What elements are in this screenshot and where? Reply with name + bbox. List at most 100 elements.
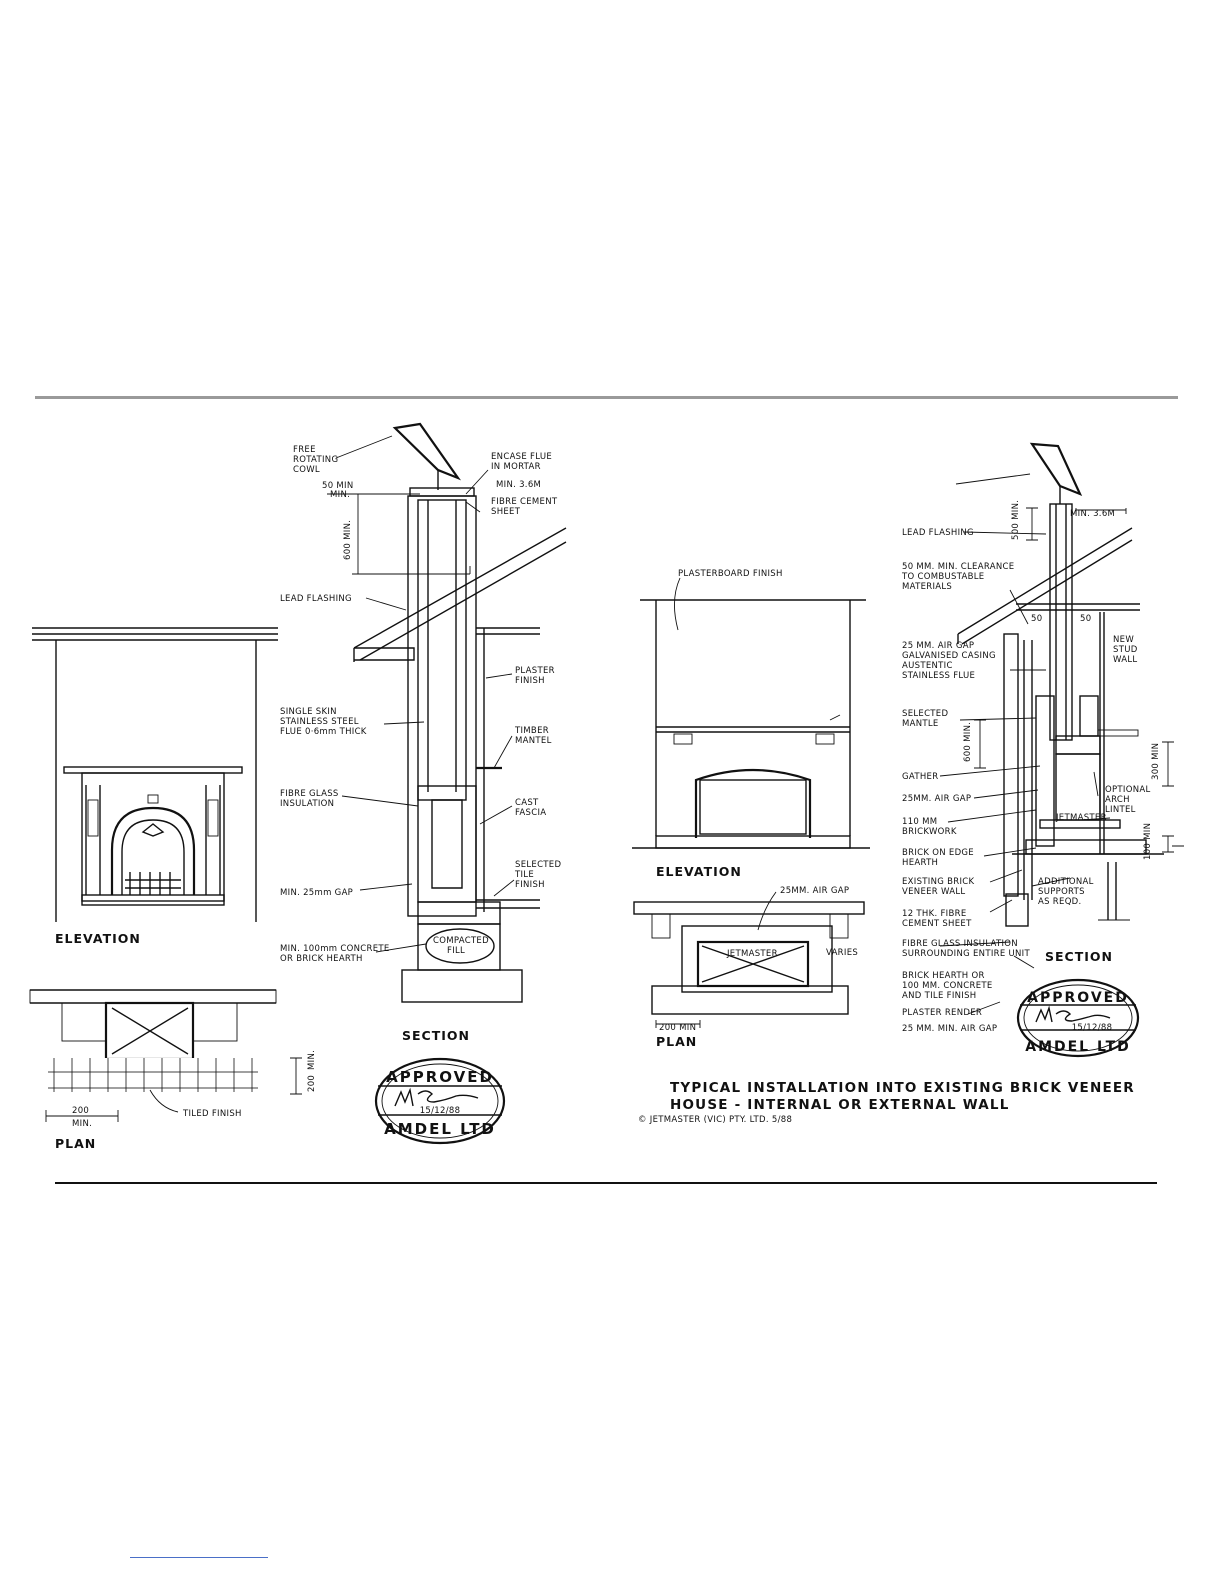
selected-tile-label-1: SELECTED (515, 860, 561, 870)
plan-min-vertical-label: MIN. (307, 1050, 317, 1070)
airgap25-label: 25MM. AIR GAP (902, 794, 971, 804)
plaster-finish-label-1: PLASTER (515, 666, 555, 676)
clearance-label-2: TO COMBUSTABLE (901, 572, 984, 582)
fifty-label-a: 50 (1031, 614, 1042, 624)
three-hundred-label: 300 MIN (1151, 743, 1161, 780)
existing-wall-label-1: EXISTING BRICK (902, 877, 975, 887)
plan-200-vertical-label: 200 (307, 1075, 317, 1092)
left-stamp-amdel: AMDEL LTD (384, 1120, 496, 1138)
right-elevation-title: ELEVATION (656, 864, 742, 879)
right-plan-drawing: 25MM. AIR GAP JETMASTER 200 MIN VARIES P… (633, 886, 865, 1049)
timber-mantel-label-1: TIMBER (514, 726, 549, 736)
clearance-label-1: 50 MM. MIN. CLEARANCE (902, 562, 1014, 572)
plaster-finish-label-2: FINISH (515, 676, 545, 686)
top-divider-line (35, 396, 1178, 399)
brickwork-label-2: BRICKWORK (902, 827, 957, 837)
brick-edge-label-2: HEARTH (902, 858, 938, 868)
right-stamp-amdel: AMDEL LTD (1025, 1039, 1131, 1055)
additional-supports-label-2: SUPPORTS (1038, 887, 1085, 897)
left-section-drawing: FREE ROTATING COWL ENCASE FLUE IN MORTAR… (280, 422, 567, 1043)
tiled-finish-label: TILED FINISH (182, 1109, 242, 1119)
brick-edge-label-1: BRICK ON EDGE (902, 848, 974, 858)
right-plan-title: PLAN (656, 1034, 697, 1049)
airgap-casing-label-3: AUSTENTIC (902, 661, 953, 671)
fibre-glass-label-1: FIBRE GLASS (280, 789, 339, 799)
caption-line-2: HOUSE - INTERNAL OR EXTERNAL WALL (670, 1097, 1010, 1113)
copyright-line: © JETMASTER (VIC) PTY. LTD. 5/88 (638, 1115, 792, 1125)
left-stamp-approved: APPROVED (386, 1068, 494, 1086)
selected-tile-label-3: FINISH (515, 880, 545, 890)
right-stamp-date: 15/12/88 (1072, 1023, 1113, 1033)
right-plan-airgap-label: 25MM. AIR GAP (780, 886, 849, 896)
cast-fascia-label-1: CAST (515, 798, 539, 808)
right-section-jetmaster-label: JETMASTER (1055, 813, 1107, 823)
optional-label-2: ARCH (1105, 795, 1130, 805)
right-five-hundred-label: 500 MIN. (1011, 500, 1021, 540)
left-elevation-title: ELEVATION (55, 931, 141, 946)
min-airgap-label: 25 MM. MIN. AIR GAP (902, 1024, 997, 1034)
right-stamp-signature (1035, 1005, 1111, 1023)
hearth-label-2: OR BRICK HEARTH (280, 954, 363, 964)
stray-link-underline (130, 1557, 268, 1558)
brick-hearth-label-1: BRICK HEARTH OR (902, 971, 985, 981)
fibre-cement-label-2: SHEET (491, 507, 521, 517)
new-stud-label-2: STUD (1113, 645, 1138, 655)
plaster-render-label: PLASTER RENDER (902, 1008, 982, 1018)
cast-fascia-label-2: FASCIA (515, 808, 546, 818)
fifty-min-label-2: MIN. (330, 490, 350, 500)
right-min-36-label: MIN. 3.6M (1070, 509, 1115, 519)
single-skin-label-1: SINGLE SKIN (280, 707, 337, 717)
encase-flue-label-1: ENCASE FLUE (491, 452, 552, 462)
lead-flashing-label: LEAD FLASHING (280, 594, 352, 604)
right-caption: TYPICAL INSTALLATION INTO EXISTING BRICK… (638, 1080, 1134, 1125)
free-rotating-label-3: COWL (293, 465, 320, 475)
compacted-fill-label-2: FILL (447, 946, 465, 956)
selected-mantle-label-1: SELECTED (902, 709, 948, 719)
left-section-title: SECTION (402, 1028, 470, 1043)
right-section-title: SECTION (1045, 949, 1113, 964)
right-stamp-approved: APPROVED (1027, 990, 1129, 1006)
hundred-min-label: 100 MIN (1143, 823, 1153, 860)
min-36-label: MIN. 3.6M (496, 480, 541, 490)
right-lead-flashing-label: LEAD FLASHING (902, 528, 974, 538)
airgap-casing-label-4: STAINLESS FLUE (902, 671, 975, 681)
right-elevation-drawing: PLASTERBOARD FINISH ELEVATION (632, 569, 870, 879)
single-skin-label-3: FLUE 0·6mm THICK (280, 727, 367, 737)
right-section-drawing: MIN. 3.6M LEAD FLASHING 500 MIN. 50 MM. … (901, 442, 1184, 1034)
airgap-casing-label-1: 25 MM. AIR GAP (902, 641, 974, 651)
insulation-label-1: FIBRE GLASS INSULATION (902, 939, 1018, 949)
left-plan-title: PLAN (55, 1136, 96, 1151)
additional-supports-label-1: ADDITIONAL (1038, 877, 1094, 887)
left-stamp-date: 15/12/88 (420, 1106, 461, 1116)
right-plan-200min-label: 200 MIN (659, 1023, 696, 1033)
free-rotating-label-1: FREE (293, 445, 316, 455)
plan-min-label: MIN. (72, 1119, 92, 1129)
right-six-hundred-label: 600 MIN. (963, 722, 973, 762)
bottom-divider-line (55, 1182, 1157, 1184)
additional-supports-label-3: AS REQD. (1038, 897, 1082, 907)
encase-flue-label-2: IN MORTAR (491, 462, 541, 472)
right-approval-stamp: APPROVED AMDEL LTD 15/12/88 (1016, 978, 1140, 1058)
left-plan-drawing: TILED FINISH 200 MIN. 200 MIN. PLAN (29, 989, 317, 1151)
left-stamp-signature (394, 1087, 479, 1107)
plasterboard-finish-label: PLASTERBOARD FINISH (678, 569, 783, 579)
airgap-casing-label-2: GALVANISED CASING (902, 651, 996, 661)
single-skin-label-2: STAINLESS STEEL (280, 717, 359, 727)
optional-label-3: LINTEL (1105, 805, 1136, 815)
fifty-min-label-1: 50 MIN (322, 481, 354, 491)
clearance-label-3: MATERIALS (902, 582, 952, 592)
fibre-cement-sheet-label-2: CEMENT SHEET (902, 919, 972, 929)
optional-label-1: OPTIONAL (1105, 785, 1151, 795)
new-stud-label-3: WALL (1113, 655, 1137, 665)
gather-label: GATHER (902, 772, 938, 782)
timber-mantel-label-2: MANTEL (515, 736, 552, 746)
min-gap-label: MIN. 25mm GAP (280, 888, 353, 898)
compacted-fill-label-1: COMPACTED (433, 936, 489, 946)
fifty-label-b: 50 (1080, 614, 1091, 624)
plan-200-label: 200 (72, 1106, 89, 1116)
brick-hearth-label-3: AND TILE FINISH (902, 991, 976, 1001)
free-rotating-label-2: ROTATING (293, 455, 338, 465)
brickwork-label-1: 110 MM (902, 817, 937, 827)
right-plan-jetmaster-label: JETMASTER (726, 949, 778, 959)
